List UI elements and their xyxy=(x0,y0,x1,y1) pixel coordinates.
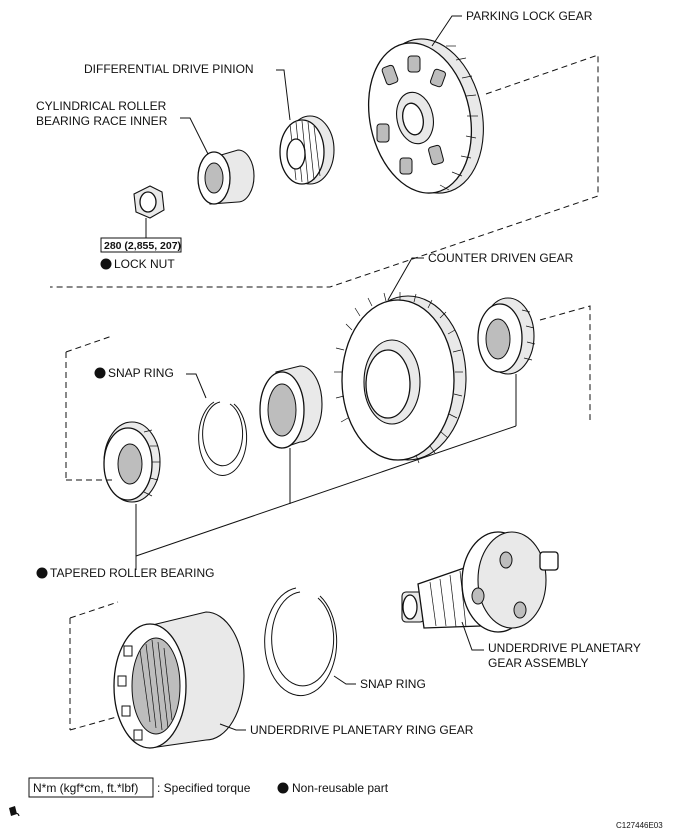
differential-drive-pinion-leader xyxy=(276,69,291,121)
counter-driven-gear-leader xyxy=(387,257,424,301)
top-group-dashed-frame xyxy=(50,54,599,288)
underdrive-planetary-label-2: GEAR ASSEMBLY xyxy=(488,656,588,670)
ring-gear-leader xyxy=(219,723,246,731)
snap-ring-lower xyxy=(264,587,338,697)
snap-ring-lower-label: SNAP RING xyxy=(360,677,426,691)
underdrive-planetary-gear-assembly xyxy=(401,531,559,633)
parking-lock-gear xyxy=(367,38,484,194)
parking-lock-gear-label: PARKING LOCK GEAR xyxy=(466,9,593,23)
cylindrical-roller-label-1: CYLINDRICAL ROLLER xyxy=(36,99,167,113)
snap-ring-lower-leader xyxy=(333,675,356,685)
legend: N*m (kgf*cm, ft.*lbf) : Specified torque… xyxy=(28,777,389,798)
underdrive-ring-gear-label: UNDERDRIVE PLANETARY RING GEAR xyxy=(250,723,474,737)
legend-nonreusable-desc: Non-reusable part xyxy=(292,781,389,795)
snap-ring-upper xyxy=(198,401,248,476)
cylindrical-roller-label-2: BEARING RACE INNER xyxy=(36,114,168,128)
torque-value: 280 (2,855, 207) xyxy=(104,240,181,252)
lock-nut xyxy=(133,185,165,219)
nonreusable-bullet-snap-ring xyxy=(94,367,106,379)
underdrive-planetary-label-1: UNDERDRIVE PLANETARY xyxy=(488,641,641,655)
tapered-roller-bearing-left xyxy=(103,421,161,503)
bottom-group-dashed-frame xyxy=(69,601,121,731)
tapered-roller-bearing-label: TAPERED ROLLER BEARING xyxy=(50,566,214,580)
figure-code: C127446E03 xyxy=(616,821,663,830)
counter-driven-gear xyxy=(334,292,467,464)
legend-torque-box xyxy=(28,777,154,798)
underdrive-planetary-ring-gear xyxy=(113,611,245,749)
underdrive-planetary-leader xyxy=(461,621,484,651)
nonreusable-bullet-lock-nut xyxy=(100,258,112,270)
nonreusable-bullet-bearing xyxy=(36,567,48,579)
differential-drive-pinion-label: DIFFERENTIAL DRIVE PINION xyxy=(84,62,254,76)
middle-group-dashed-frame xyxy=(65,305,591,480)
snap-ring-upper-leader xyxy=(186,373,207,399)
snap-ring-upper-label: SNAP RING xyxy=(108,366,174,380)
tapered-roller-bearing-bracket xyxy=(66,374,517,570)
differential-drive-pinion xyxy=(279,115,335,185)
tapered-roller-bearing-right xyxy=(477,297,536,375)
cylindrical-roller-leader xyxy=(180,117,209,155)
legend-torque-unit: N*m (kgf*cm, ft.*lbf) xyxy=(33,781,138,795)
torque-box xyxy=(100,237,182,253)
lock-nut-label: LOCK NUT xyxy=(114,257,175,271)
manual-logo-icon xyxy=(9,806,20,817)
parking-lock-gear-leader xyxy=(431,15,462,47)
legend-torque-desc: : Specified torque xyxy=(157,781,251,795)
counter-driven-gear-label: COUNTER DRIVEN GEAR xyxy=(428,251,574,265)
bearing-outer-race xyxy=(259,365,323,449)
cylindrical-roller-bearing-race xyxy=(197,149,255,205)
legend-nonreusable-bullet xyxy=(277,782,289,794)
